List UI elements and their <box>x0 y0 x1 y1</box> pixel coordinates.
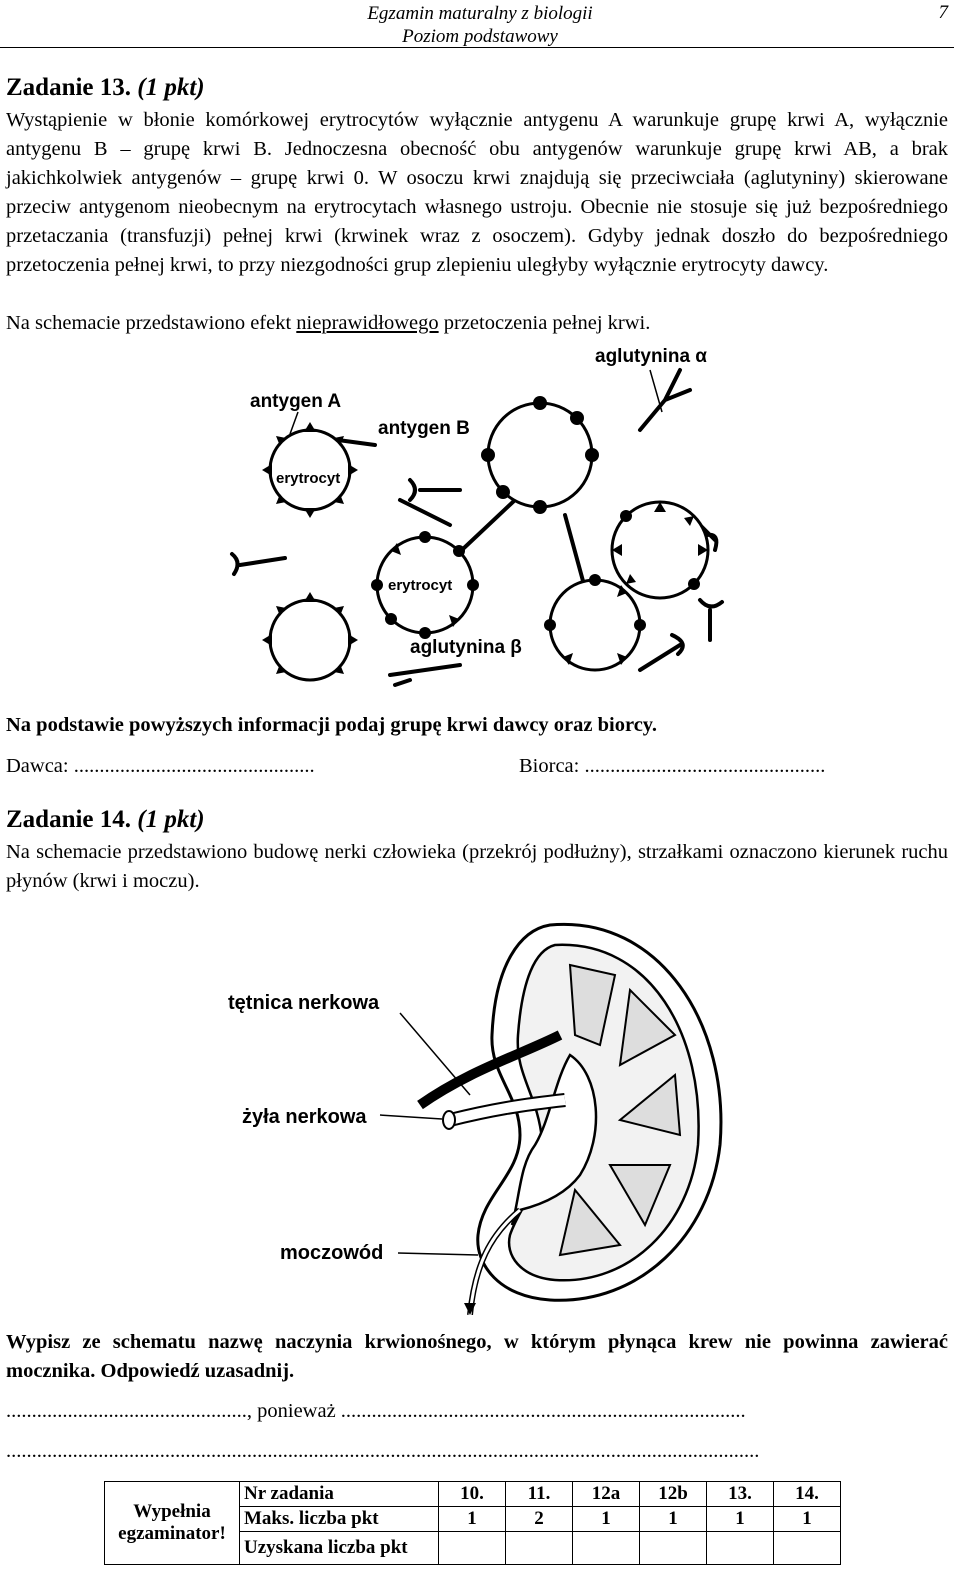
label-antygen-a: antygen A <box>250 391 341 412</box>
max-points-cell: 1 <box>773 1506 841 1532</box>
renal-pyramid <box>608 1164 672 1228</box>
obtained-points-cell[interactable] <box>706 1531 774 1565</box>
label-erytrocyt-2: erytrocyt <box>388 577 452 594</box>
agglutinin-link <box>336 438 377 447</box>
free-agglutinin <box>408 478 462 502</box>
task-number-cell: 14. <box>773 1481 841 1507</box>
max-points-cell: 1 <box>572 1506 640 1532</box>
kidney-diagram: tętnica nerkowa żyła nerkowa moczowód <box>228 922 723 1315</box>
page-number: 7 <box>938 2 949 23</box>
pointer-line <box>397 1252 479 1256</box>
erythrocyte-right-middle <box>610 500 710 600</box>
caption-underlined: nieprawidłowego <box>296 312 439 334</box>
task13-points: (1 pkt) <box>137 74 205 101</box>
label-antygen-b: antygen B <box>378 418 470 439</box>
obtained-points-cell[interactable] <box>773 1531 841 1565</box>
renal-vein-lumen <box>448 1095 566 1125</box>
donor-field[interactable]: Dawca: .................................… <box>6 755 315 778</box>
renal-pyramid <box>568 963 617 1047</box>
task-number-cell: 11. <box>505 1481 573 1507</box>
label-zyla-nerkowa: żyła nerkowa <box>242 1106 367 1128</box>
obtained-points-cell[interactable] <box>572 1531 640 1565</box>
grading-table: Wypełnia egzaminator! Nr zadania 10. 11.… <box>104 1481 841 1565</box>
obtained-points-cell[interactable] <box>639 1531 707 1565</box>
row-label-task-number: Nr zadania <box>239 1481 439 1507</box>
caption-part-1: Na schemacie przedstawiono efekt <box>6 312 297 334</box>
row-label-obtained-points: Uzyskana liczba pkt <box>239 1531 439 1565</box>
task14-question: Wypisz ze schematu nazwę naczynia krwion… <box>6 1331 948 1382</box>
label-tetnica-nerkowa: tętnica nerkowa <box>228 992 380 1014</box>
pointer-line <box>649 369 663 413</box>
task13-heading: Zadanie 13. (1 pkt) <box>6 74 205 102</box>
flow-arrow <box>464 1303 476 1315</box>
label-aglutynina-beta: aglutynina β <box>410 637 522 658</box>
renal-pyramid <box>558 1187 622 1257</box>
header-exam-title: Egzamin maturalny z biologii <box>367 3 593 24</box>
renal-artery <box>417 1030 563 1110</box>
free-agglutinin <box>638 633 685 672</box>
pointer-line <box>399 1012 471 1096</box>
recipient-field[interactable]: Biorca: ................................… <box>519 755 825 778</box>
vein-opening <box>442 1110 456 1130</box>
renal-pyramid <box>618 987 677 1067</box>
erythrocyte-bottom-left <box>262 592 358 682</box>
task13-question: Na podstawie powyższych informacji podaj… <box>6 714 658 736</box>
agglutination-diagram: aglutynina α antygen A antygen B erytroc… <box>230 346 724 687</box>
pointer-line <box>289 411 299 435</box>
row-label-max-points: Maks. liczba pkt <box>239 1506 439 1532</box>
page-header: Egzamin maturalny z biologii Poziom pods… <box>300 2 660 48</box>
header-level: Poziom podstawowy <box>402 26 558 47</box>
max-points-cell: 1 <box>438 1506 506 1532</box>
erythrocyte-b-top-right <box>481 396 599 514</box>
task13-title: Zadanie 13. <box>6 74 132 101</box>
max-points-cell: 1 <box>706 1506 774 1532</box>
task-number-cell: 12b <box>639 1481 707 1507</box>
header-divider <box>0 47 954 48</box>
renal-pyramid <box>617 1073 682 1137</box>
task14-points: (1 pkt) <box>137 806 205 833</box>
free-agglutinin <box>698 598 724 642</box>
caption-part-2: przetoczenia pełnej krwi. <box>438 312 651 334</box>
donor-label: Dawca: .................................… <box>6 755 315 777</box>
label-erytrocyt-1: erytrocyt <box>276 470 340 487</box>
erythrocyte-center <box>371 531 479 639</box>
recipient-label: Biorca: ................................… <box>519 755 826 777</box>
task-number-cell: 10. <box>438 1481 506 1507</box>
task-number-cell: 13. <box>706 1481 774 1507</box>
task14-title: Zadanie 14. <box>6 806 132 833</box>
task-number-cell: 12a <box>572 1481 640 1507</box>
agglutinin-link <box>398 498 452 527</box>
free-agglutinin <box>393 678 412 687</box>
erythrocyte-bottom-right <box>544 574 646 672</box>
free-agglutinin <box>230 552 287 576</box>
label-aglutynina-alpha: aglutynina α <box>595 346 707 367</box>
task14-heading: Zadanie 14. (1 pkt) <box>6 806 205 834</box>
free-agglutinin <box>638 368 692 432</box>
erythrocyte-a-top-left <box>262 422 358 518</box>
task14-intro: Na schemacie przedstawiono budowę nerki … <box>6 841 948 892</box>
pointer-line <box>379 1114 443 1120</box>
task13-diagram-caption: Na schemacie przedstawiono efekt niepraw… <box>6 309 948 338</box>
task13-intro: Wystąpienie w błonie komórkowej erytrocy… <box>6 109 948 276</box>
agglutinin-link <box>388 663 462 677</box>
max-points-cell: 1 <box>639 1506 707 1532</box>
grader-side-label: Wypełnia egzaminator! <box>104 1481 240 1565</box>
label-moczowod: moczowód <box>280 1242 383 1264</box>
answer-line-2[interactable]: ........................................… <box>6 1440 760 1462</box>
answer-line-1[interactable]: ........................................… <box>6 1400 746 1422</box>
obtained-points-cell[interactable] <box>505 1531 573 1565</box>
obtained-points-cell[interactable] <box>438 1531 506 1565</box>
ureter-lumen <box>468 1208 521 1315</box>
max-points-cell: 2 <box>505 1506 573 1532</box>
